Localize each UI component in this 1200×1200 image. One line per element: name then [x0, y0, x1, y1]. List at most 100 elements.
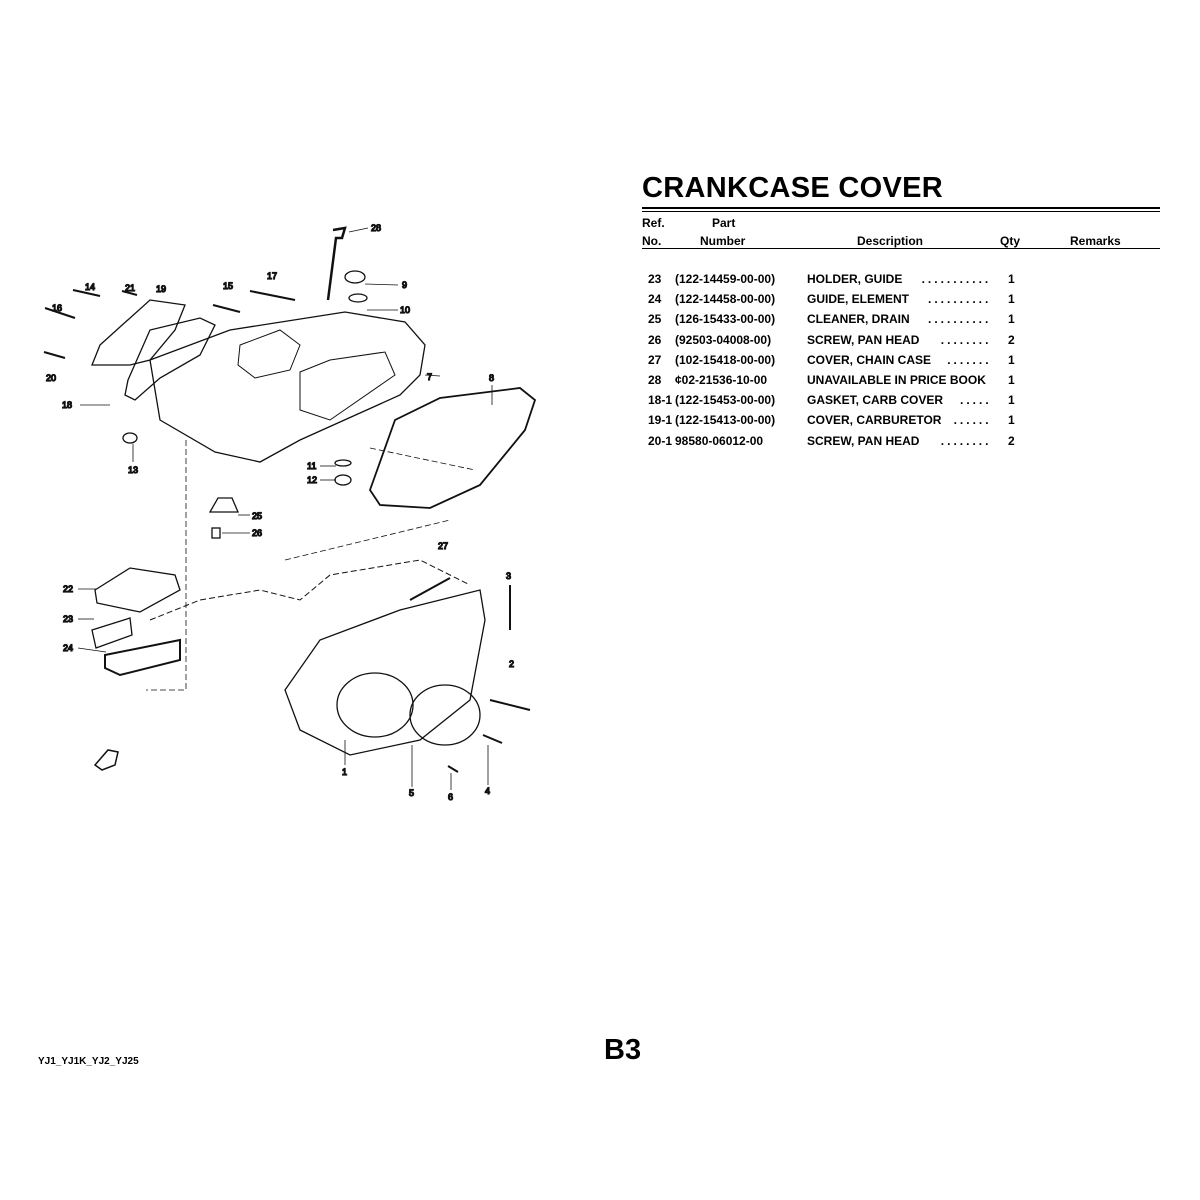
ref-no: 20-1 [648, 433, 673, 448]
description: HOLDER, GUIDE [807, 272, 903, 286]
callout-15: 15 [223, 281, 233, 291]
ref-no: 24 [648, 292, 662, 307]
description: COVER, CARBURETOR [807, 413, 942, 428]
oring-part-10 [348, 293, 368, 303]
callout-12: 12 [307, 475, 317, 485]
cover-inner-outline [237, 329, 396, 421]
header-rule [642, 248, 1160, 249]
ref-no: 19-1 [648, 413, 673, 428]
description: SCREW, PAN HEAD [807, 433, 920, 448]
part-number: ¢02-21536-10-00 [675, 373, 768, 387]
part-number: (102-15418-00-00) [675, 352, 776, 367]
leader-dots: .......... [928, 312, 992, 327]
part-number: (122-14458-00-00) [675, 292, 776, 307]
screw-part-26 [211, 527, 221, 539]
callout-22: 22 [63, 584, 73, 594]
callout-26: 26 [252, 528, 262, 538]
callout-14: 14 [85, 282, 95, 292]
qty: 1 [1008, 292, 1015, 307]
header-ref-line1: Ref. [642, 216, 665, 230]
holder-part-22 [94, 567, 181, 613]
ref-no: 23 [648, 272, 662, 286]
callout-24: 24 [63, 643, 73, 653]
drain-cleaner-part-25 [208, 497, 239, 513]
guide-part-23 [91, 617, 133, 649]
callout-5: 5 [409, 788, 414, 798]
callout-25: 25 [252, 511, 262, 521]
header-ref-line2: No. [642, 234, 662, 248]
callout-19: 19 [156, 284, 166, 294]
callout-1: 1 [342, 767, 347, 777]
header-description: Description [857, 234, 924, 248]
callout-10: 10 [400, 305, 410, 315]
callout-27: 27 [438, 541, 448, 551]
gasket-part-8 [369, 387, 537, 509]
callout-23: 23 [63, 614, 73, 624]
ref-no: 26 [648, 332, 662, 347]
ref-no: 25 [648, 312, 662, 327]
callout-6: 6 [448, 792, 453, 802]
ref-no: 18-1 [648, 393, 673, 408]
ref-no: 28 [648, 373, 662, 387]
leader-dots: ....... [947, 352, 992, 367]
carburetor-cover-part-19 [91, 299, 186, 366]
gasket-part-18 [124, 317, 216, 401]
description: SCREW, PAN HEAD [807, 332, 920, 347]
callout-2: 2 [509, 659, 514, 669]
leader-dots: ........... [921, 272, 992, 286]
qty: 2 [1008, 332, 1015, 347]
callout-7: 7 [427, 372, 432, 382]
element-part-24 [104, 638, 181, 677]
engine-outline [149, 559, 471, 621]
callout-11: 11 [307, 461, 316, 471]
description: GUIDE, ELEMENT [807, 292, 910, 307]
leader-dots: ........ [940, 433, 992, 448]
header-part-line1: Part [712, 216, 736, 230]
description: GASKET, CARB COVER [807, 393, 944, 408]
qty: 1 [1008, 393, 1015, 408]
cap-part-9 [344, 270, 366, 284]
qty: 2 [1008, 433, 1015, 448]
qty: 1 [1008, 272, 1015, 286]
leader-dots: ........ [940, 332, 992, 347]
cap-part-5 [409, 684, 481, 746]
cover-opening [336, 672, 414, 738]
header-part-line2: Number [700, 234, 746, 248]
qty: 1 [1008, 373, 1015, 387]
callout-20: 20 [46, 373, 56, 383]
callout-8: 8 [489, 373, 494, 383]
qty: 1 [1008, 312, 1015, 327]
description: UNAVAILABLE IN PRICE BOOK [807, 373, 986, 387]
callout-13: 13 [128, 465, 138, 475]
description: CLEANER, DRAIN [807, 312, 910, 327]
ref-no: 27 [648, 352, 662, 367]
qty: 1 [1008, 352, 1015, 367]
leader-dots: .......... [928, 292, 992, 307]
plug-part-12 [334, 474, 352, 486]
leader-lines [77, 227, 493, 790]
leader-dots: ...... [953, 413, 992, 428]
title-rule [642, 207, 1160, 212]
chain-case-cover-part-1 [284, 589, 486, 756]
part-number: (92503-04008-00) [675, 332, 772, 347]
page-number: B3 [604, 1034, 642, 1066]
qty: 1 [1008, 413, 1015, 428]
chain-cover-part-27 [409, 577, 451, 601]
callout-9: 9 [402, 280, 407, 290]
callout-17: 17 [267, 271, 277, 281]
callout-4: 4 [485, 786, 490, 796]
callout-28: 28 [371, 223, 381, 233]
washer-part-11 [334, 459, 352, 467]
model-footer: YJ1_YJ1K_YJ2_YJ25 [38, 1056, 139, 1067]
callout-21: 21 [125, 283, 135, 293]
exploded-parts-diagram: 28 9 10 17 15 21 19 14 16 20 7 8 18 13 1… [43, 222, 537, 803]
header-qty: Qty [1000, 234, 1021, 248]
dipstick-part-28 [326, 226, 347, 301]
part-number: 98580-06012-00 [675, 433, 764, 448]
part-number: (122-15453-00-00) [675, 393, 776, 408]
leader-dots: ..... [960, 393, 992, 408]
front-arrow-icon [93, 749, 119, 771]
page-title: CRANKCASE COVER [642, 172, 943, 204]
header-remarks: Remarks [1070, 234, 1121, 248]
bolts [43, 289, 531, 773]
